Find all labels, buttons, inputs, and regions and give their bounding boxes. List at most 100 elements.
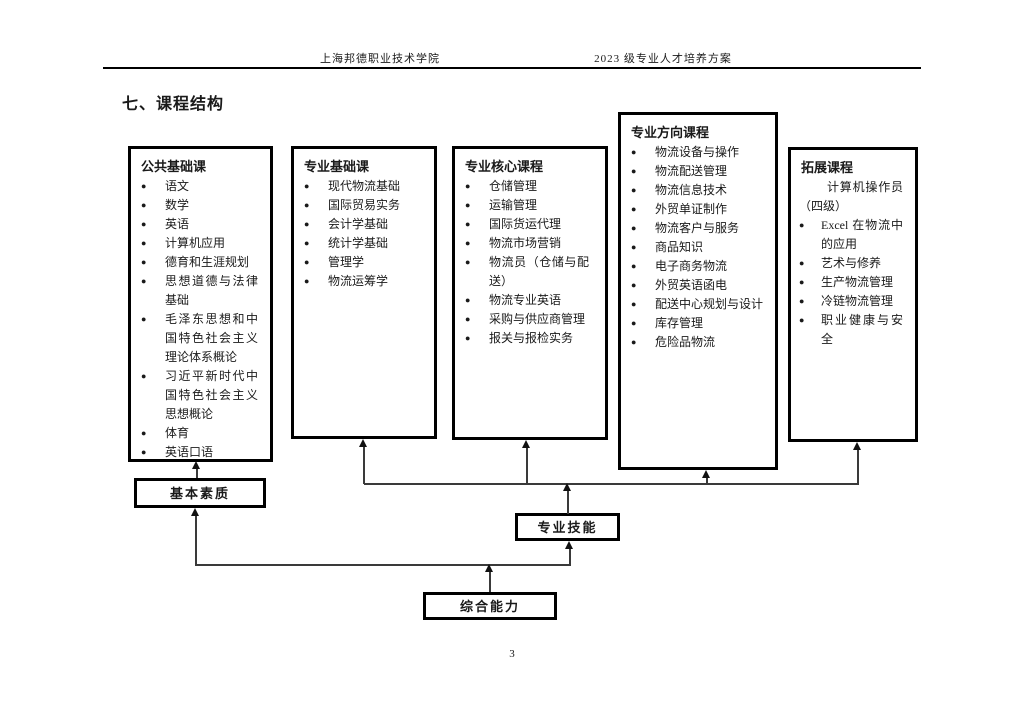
bullet-icon: ● (141, 200, 147, 210)
bullet-icon: ● (141, 181, 147, 191)
course-box-professional-core: 专业核心课程 ●仓储管理 ●运输管理 ●国际货运代理 ●物流市场营销 ●物流员（… (452, 146, 608, 440)
connector-line (567, 490, 569, 514)
bullet-icon: ● (799, 277, 805, 287)
course-item: ● 思想道德与法律基础 (131, 272, 270, 310)
bullet-icon: ● (304, 238, 310, 248)
bullet-icon: ● (799, 296, 805, 306)
course-item: ●电子商务物流 (621, 257, 775, 276)
connector-line (526, 447, 528, 484)
arrow-up-icon (191, 508, 199, 516)
course-item-label: 国际货运代理 (489, 217, 562, 231)
flow-box-professional-skill: 专业技能 (515, 513, 620, 541)
course-item: ●物流专业英语 (455, 291, 605, 310)
course-item-label: 毛泽东思想和中国特色社会主义理论体系概论 (165, 312, 258, 364)
course-item: ● 德育和生涯规划 (131, 253, 270, 272)
course-item: ●英语口语 (131, 443, 270, 462)
course-item-label: 会计学基础 (328, 217, 389, 231)
arrow-up-icon (522, 440, 530, 448)
course-item: ● 物流配送管理 (621, 162, 775, 181)
course-item: ●配送中心规划与设计 (621, 295, 775, 314)
course-box-professional-basic: 专业基础课 ●现代物流基础 ●国际贸易实务 ●会计学基础 ●统计学基础 ●管理学… (291, 146, 437, 439)
course-item: ●艺术与修养 (791, 254, 915, 273)
course-item-label: 语文 (165, 179, 190, 193)
connector-line (364, 483, 859, 485)
course-item: ● 语文 (131, 177, 270, 196)
course-item: ●职业健康与安全 (791, 311, 915, 349)
course-item-label: 采购与供应商管理 (489, 312, 586, 326)
connector-line (706, 477, 708, 484)
bullet-icon: ● (465, 238, 471, 248)
course-item-label: 德育和生涯规划 (165, 255, 250, 269)
arrow-up-icon (359, 439, 367, 447)
course-item: ●国际货运代理 (455, 215, 605, 234)
course-box-public-basic: 公共基础课 ●语文 ●数学 ●英语 ●计算机应用 ●德育和生涯规划 ●思想道德与… (128, 146, 273, 462)
bullet-icon: ● (631, 166, 637, 176)
connector-line (857, 449, 859, 484)
arrow-up-icon (565, 541, 573, 549)
bullet-icon: ● (631, 337, 637, 347)
bullet-icon: ● (465, 200, 471, 210)
flow-box-comprehensive-ability: 综合能力 (423, 592, 557, 620)
bullet-icon: ● (631, 185, 637, 195)
course-item-label: 思想道德与法律基础 (165, 274, 258, 307)
course-item-label: 外贸单证制作 (655, 202, 728, 216)
course-item: ●运输管理 (455, 196, 605, 215)
course-item-label: 仓储管理 (489, 179, 538, 193)
course-item: ●生产物流管理 (791, 273, 915, 292)
bullet-icon: ● (631, 242, 637, 252)
course-item: ●体育 (131, 424, 270, 443)
bullet-icon: ● (304, 276, 310, 286)
bullet-icon: ● (465, 257, 471, 267)
course-item: ●国际贸易实务 (294, 196, 434, 215)
course-intro-item: 计算机操作员（四级） (799, 180, 903, 213)
course-box-direction: 专业方向课程 ●物流设备与操作 ●物流配送管理 ●物流信息技术 ●外贸单证制作 … (618, 112, 778, 470)
course-item-label: 英语 (165, 217, 190, 231)
course-box-extension: 拓展课程 计算机操作员（四级） ●Excel 在物流中的应用 ●艺术与修养 ●生… (788, 147, 918, 442)
course-item-label: 现代物流基础 (328, 179, 401, 193)
bullet-icon: ● (631, 147, 637, 157)
course-item: ●数学 (131, 196, 270, 215)
course-item-label: 物流设备与操作 (655, 145, 740, 159)
course-item: ● 物流设备与操作 (621, 143, 775, 162)
course-item: ● 英语 (131, 215, 270, 234)
bullet-icon: ● (465, 333, 471, 343)
connector-line (196, 468, 198, 478)
course-item: ●报关与报检实务 (455, 329, 605, 348)
course-item-label: 物流员（仓储与配送） (489, 255, 589, 288)
header-plan-title: 2023 级专业人才培养方案 (594, 53, 732, 65)
bullet-icon: ● (141, 219, 147, 229)
course-item-label: 危险品物流 (655, 335, 716, 349)
bullet-icon: ● (141, 371, 147, 381)
bullet-icon: ● (141, 276, 147, 286)
course-item: ● 商品知识 (621, 238, 775, 257)
bullet-icon: ● (799, 220, 805, 230)
bullet-icon: ● (304, 257, 310, 267)
bullet-icon: ● (631, 223, 637, 233)
course-item: ●物流运筹学 (294, 272, 434, 291)
bullet-icon: ● (799, 315, 805, 325)
bullet-icon: ● (631, 318, 637, 328)
bullet-icon: ● (141, 238, 147, 248)
arrow-up-icon (702, 470, 710, 478)
course-item-label: 配送中心规划与设计 (655, 297, 764, 311)
course-item-label: 物流客户与服务 (655, 221, 740, 235)
course-item-label: 管理学 (328, 255, 365, 269)
course-item-label: 商品知识 (655, 240, 704, 254)
course-item-label: 物流专业英语 (489, 293, 562, 307)
bullet-icon: ● (141, 257, 147, 267)
bullet-icon: ● (141, 314, 147, 324)
course-item-label: 计算机应用 (165, 236, 226, 250)
course-item-label: 物流配送管理 (655, 164, 728, 178)
arrow-up-icon (192, 461, 200, 469)
course-item: ●采购与供应商管理 (455, 310, 605, 329)
course-box-heading: 拓展课程 (801, 160, 854, 175)
course-item: ●物流市场营销 (455, 234, 605, 253)
course-item-label: 英语口语 (165, 445, 214, 459)
connector-line (489, 571, 491, 592)
course-item: ● 危险品物流 (621, 333, 775, 352)
header-rule (103, 67, 921, 69)
course-item: ●仓储管理 (455, 177, 605, 196)
course-item: ●习近平新时代中国特色社会主义思想概论 (131, 367, 270, 424)
course-item-label: 艺术与修养 (821, 256, 882, 270)
